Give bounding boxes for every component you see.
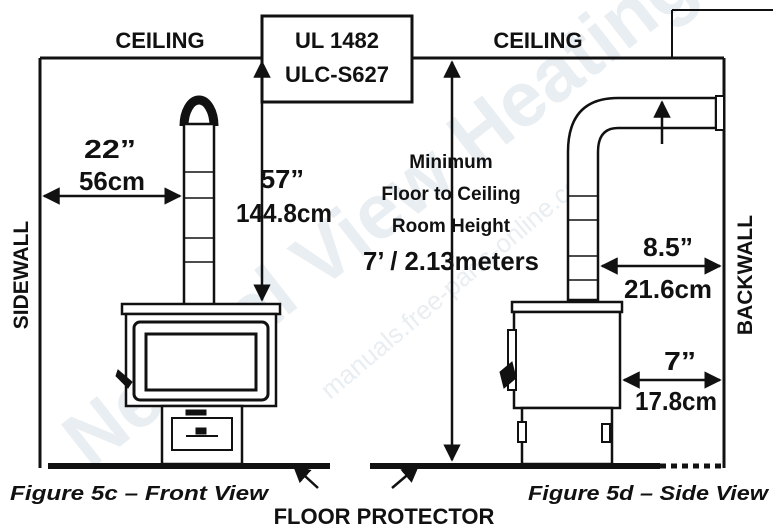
front-pipe-cap xyxy=(179,95,219,127)
front-view-stove xyxy=(115,95,282,466)
min-height-line4: 7’ / 2.13meters xyxy=(363,246,539,276)
floor-protectors xyxy=(48,463,724,469)
side-stove-pedestal xyxy=(520,406,614,466)
backwall-pipe-cm: 21.6cm xyxy=(624,274,712,304)
side-stove-pipe xyxy=(566,96,718,302)
min-height-line3: Room Height xyxy=(392,216,511,237)
ul-standard-line1: UL 1482 xyxy=(295,28,379,53)
side-stove-body xyxy=(512,310,622,410)
figure-5d-caption: Figure 5d – Side View xyxy=(528,483,770,505)
ul-standard-box xyxy=(260,14,414,104)
backwall-stove-inches: 7” xyxy=(664,346,696,376)
dimension-arrows xyxy=(42,60,722,489)
backwall-label: BACKWALL xyxy=(734,215,757,335)
sidewall-label: SIDEWALL xyxy=(10,221,33,330)
figure-5c-caption: Figure 5c – Front View xyxy=(10,483,270,505)
front-stove-top xyxy=(120,302,282,316)
side-view-stove xyxy=(499,95,725,466)
min-height-line2: Floor to Ceiling xyxy=(381,184,520,205)
pipe-clearance-inches: 57” xyxy=(260,164,304,194)
front-stove-pipe xyxy=(182,122,216,308)
pipe-clearance-cm: 144.8cm xyxy=(236,198,332,228)
floor-protector-label: FLOOR PROTECTOR xyxy=(274,504,495,529)
ul-standard-line2: ULC-S627 xyxy=(285,62,389,87)
sidewall-clearance-cm: 56cm xyxy=(79,166,145,196)
arrow-floor-protector-left xyxy=(292,464,319,489)
front-floor-protector xyxy=(48,463,330,469)
sidewall-clearance-inches: 22” xyxy=(84,134,136,164)
backwall-stove-cm: 17.8cm xyxy=(635,386,717,416)
ceiling-label-left: CEILING xyxy=(115,28,204,53)
side-floor-protector xyxy=(370,463,660,469)
front-stove-glass xyxy=(144,332,258,392)
leader-line-top-right xyxy=(671,9,773,58)
min-height-line1: Minimum xyxy=(409,152,492,173)
side-stove-top xyxy=(510,300,624,314)
arrow-floor-protector-right xyxy=(391,464,420,489)
front-stove-handle xyxy=(115,369,133,389)
ceiling-label-right: CEILING xyxy=(493,28,582,53)
backwall-pipe-inches: 8.5” xyxy=(643,232,693,262)
